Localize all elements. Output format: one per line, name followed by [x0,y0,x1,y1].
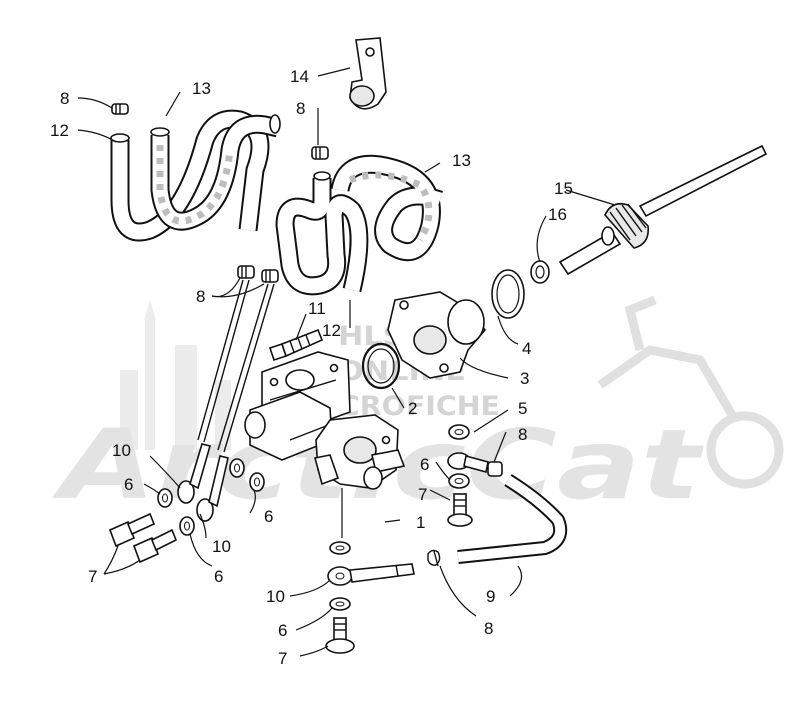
callout-8: 8 [484,619,493,638]
part-7-bolt-left-a [108,512,156,548]
callout-7: 7 [418,485,427,504]
callout-6: 6 [420,455,429,474]
part-6-washer-mid [229,458,265,492]
part-13-hose-left [150,114,281,231]
part-7-bolt-right [447,493,473,527]
part-6-washer-right-a [448,424,470,440]
callout-labels: 8 12 13 14 8 13 15 16 8 11 12 4 3 2 5 8 … [50,67,573,668]
callout-4: 4 [522,339,531,358]
callout-9: 9 [486,587,495,606]
callout-13: 13 [452,151,471,170]
part-7-bolt-left-b [132,528,178,564]
part-8-clamp-top-left [111,103,129,115]
part-6-washer-left-a [157,488,173,508]
part-8-clamp-lower-right [427,549,441,567]
callout-8: 8 [296,99,305,118]
part-8-clamp-mid-b [261,269,279,283]
callout-6: 6 [278,621,287,640]
callout-11: 11 [308,299,326,318]
part-9-hose [457,474,568,564]
part-8-clamp-mid-a [237,265,255,279]
fuel-lines [197,279,275,453]
part-14-clamp [349,37,387,110]
callout-13: 13 [192,79,211,98]
callout-5: 5 [518,399,527,418]
part-8-clamp-top-middle [311,146,329,160]
callout-2: 2 [408,399,417,418]
callout-6: 6 [124,475,133,494]
callout-7: 7 [88,567,97,586]
motorcycle-watermark-icon [597,295,784,489]
part-15-drive-gear [558,144,768,276]
part-6-washer-left-b [179,516,195,536]
part-2-seal [361,342,401,390]
callout-14: 14 [290,67,309,86]
callout-8: 8 [518,425,527,444]
leader-lines [77,67,616,657]
callout-15: 15 [554,179,573,198]
part-4-o-ring [491,269,525,319]
callout-10: 10 [266,587,285,606]
callout-16: 16 [548,205,567,224]
part-13-hose-right [330,154,444,262]
part-8-clamp-right [487,461,503,477]
callout-8: 8 [60,89,69,108]
part-7-bolt-lower [325,617,355,654]
callout-3: 3 [520,369,529,388]
callout-7: 7 [278,649,287,668]
callout-12: 12 [322,321,341,340]
callout-10: 10 [112,441,131,460]
part-16-washer [530,260,550,284]
skyline-watermark-icon [120,300,231,450]
callout-6: 6 [214,567,223,586]
callout-8: 8 [196,287,205,306]
part-6-washer-under-pump [329,541,351,555]
callout-12: 12 [50,121,69,140]
callout-6: 6 [264,507,273,526]
part-10-banjo-lower [327,563,415,586]
callout-1: 1 [416,513,425,532]
part-1-oil-pump [244,351,406,490]
part-10-fitting-right [447,452,489,473]
part-6-washer-right-b [448,473,470,489]
part-10-fitting-upper [177,443,211,504]
part-6-washer-lower [329,597,351,611]
part-3-housing [387,291,487,379]
part-12-hose-middle [275,171,369,296]
callout-10: 10 [212,537,231,556]
part-11-bolt [268,328,324,362]
